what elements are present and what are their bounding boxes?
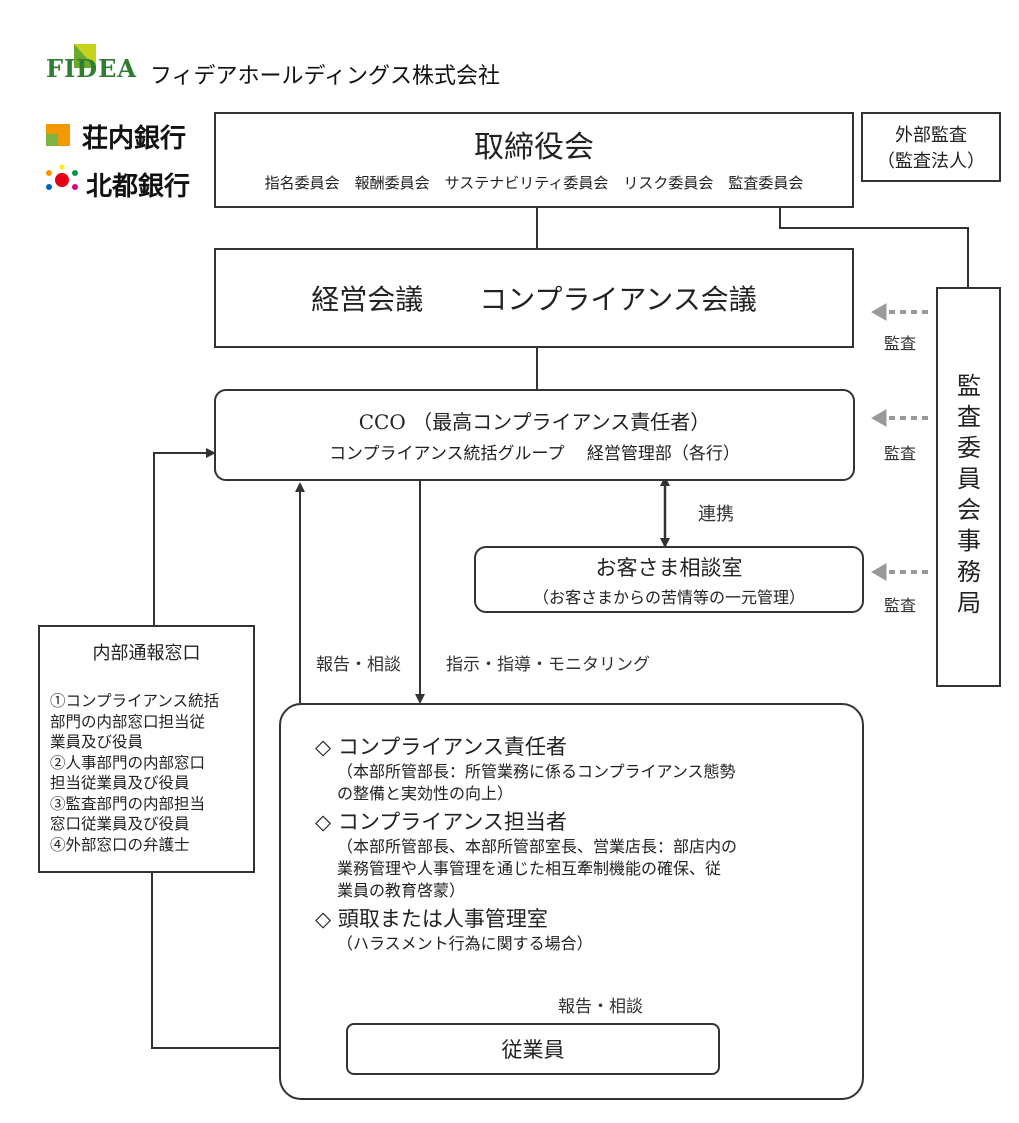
hokuto-logo: 北都銀行 [44, 164, 204, 202]
audit-office-char: 監 [957, 372, 981, 400]
compliance-officer-desc: （本部所管部長：所管業務に係るコンプライアンス態勢 の整備と実効性の向上） [337, 761, 845, 805]
compliance-officer-heading: ◇ コンプライアンス責任者 [315, 735, 567, 759]
shonai-logo-mark [46, 124, 70, 146]
desc-line: （本部所管部長：所管業務に係るコンプライアンス態勢 [337, 762, 736, 781]
board-committees: 指名委員会 報酬委員会 サステナビリティ委員会 リスク委員会 監査委員会 [264, 173, 804, 192]
liaison-label: 連携 [698, 504, 734, 525]
customer-room-title: お客さま相談室 [595, 555, 743, 580]
management-meeting-box: 経営会議 コンプライアンス会議 [214, 248, 854, 348]
cco-title: CCO （最高コンプライアンス責任者） [358, 410, 711, 434]
audit-office-char: 委 [957, 434, 981, 462]
cco-groups: コンプライアンス統括グループ 経営管理部（各行） [329, 444, 740, 464]
audit-label: 監査 [884, 444, 917, 463]
audit-office-char: 事 [957, 527, 981, 555]
external-audit-line2: （監査法人） [877, 151, 985, 172]
audit-office-char: 会 [957, 496, 981, 524]
whistle-item: ③監査部門の内部担当 [50, 794, 206, 813]
whistle-title: 内部通報窓口 [92, 643, 201, 664]
employee-title: 従業員 [501, 1038, 565, 1062]
audit-arrows [870, 303, 928, 581]
compliance-staff-heading: ◇ コンプライアンス担当者 [315, 810, 567, 834]
whistle-items: ①コンプライアンス統括 部門の内部窓口担当従 業員及び役員 ②人事部門の内部窓口… [50, 691, 243, 855]
desc-line: （ハラスメント行為に関する場合） [337, 934, 593, 953]
responsible-content: ◇ コンプライアンス責任者 （本部所管部長：所管業務に係るコンプライアンス態勢 … [315, 733, 845, 955]
customer-room-subtitle: （お客さまからの苦情等の一元管理） [532, 587, 805, 607]
desc-line: 業務管理や人事管理を通じた相互牽制機能の確保、従 [337, 859, 722, 878]
hokuto-logo-mark [46, 164, 78, 190]
cco-box: CCO （最高コンプライアンス責任者） コンプライアンス統括グループ 経営管理部… [214, 389, 855, 481]
audit-label: 監査 [884, 334, 917, 353]
fidea-logo: FIDEA フィデアホールディングス株式会社 [46, 42, 506, 89]
audit-office-char: 査 [957, 403, 981, 431]
instruction-label: 指示・指導・モニタリング [446, 655, 650, 675]
audit-committee-office-box: 監 査 委 員 会 事 務 局 [936, 287, 1001, 687]
external-audit-line1: 外部監査 [895, 125, 967, 146]
whistle-item: 窓口従業員及び役員 [50, 815, 190, 833]
shonai-name: 荘内銀行 [82, 124, 187, 154]
whistle-item: ④外部窓口の弁護士 [50, 835, 190, 854]
whistle-item: 業員及び役員 [50, 733, 144, 751]
audit-office-vertical-text: 監 査 委 員 会 事 務 局 [954, 371, 984, 619]
board-of-directors-box: 取締役会 指名委員会 報酬委員会 サステナビリティ委員会 リスク委員会 監査委員… [214, 112, 854, 208]
fidea-company-name: フィデアホールディングス株式会社 [150, 64, 501, 89]
employee-report-label: 報告・相談 [558, 997, 643, 1017]
desc-line: の整備と実効性の向上） [337, 784, 514, 803]
president-hr-desc: （ハラスメント行為に関する場合） [337, 933, 845, 955]
desc-line: （本部所管部長、本部所管部室長、営業店長：部店内の [337, 837, 738, 856]
whistle-item: ①コンプライアンス統括 [50, 692, 220, 710]
audit-office-char: 務 [957, 558, 981, 586]
hokuto-name: 北都銀行 [86, 172, 191, 202]
shonai-logo: 荘内銀行 [44, 118, 204, 154]
whistle-item: ②人事部門の内部窓口 [50, 753, 206, 772]
customer-consultation-box: お客さま相談室 （お客さまからの苦情等の一元管理） [474, 546, 864, 613]
audit-label: 監査 [884, 596, 917, 615]
external-audit-box: 外部監査 （監査法人） [861, 112, 1001, 182]
president-hr-heading: ◇ 頭取または人事管理室 [315, 907, 548, 931]
audit-office-char: 員 [957, 465, 981, 493]
whistle-item: 部門の内部窓口担当従 [50, 712, 206, 731]
fidea-logo-mark [74, 44, 96, 68]
whistleblowing-desk-box: 内部通報窓口 ①コンプライアンス統括 部門の内部窓口担当従 業員及び役員 ②人事… [38, 625, 255, 873]
audit-committee-link [779, 198, 969, 287]
employee-box: 従業員 [346, 1023, 720, 1075]
whistle-item: 担当従業員及び役員 [50, 774, 190, 792]
whistle-to-cco-arrow [153, 448, 216, 625]
report-consult-label: 報告・相談 [316, 655, 401, 675]
desc-line: 業員の教育啓蒙） [337, 881, 466, 900]
audit-office-char: 局 [957, 589, 981, 617]
compliance-staff-desc: （本部所管部長、本部所管部室長、営業店長：部店内の 業務管理や人事管理を通じた相… [337, 836, 845, 902]
board-title: 取締役会 [474, 129, 594, 165]
management-title: 経営会議 コンプライアンス会議 [311, 283, 757, 316]
fidea-wordmark: FIDEA [46, 54, 137, 83]
